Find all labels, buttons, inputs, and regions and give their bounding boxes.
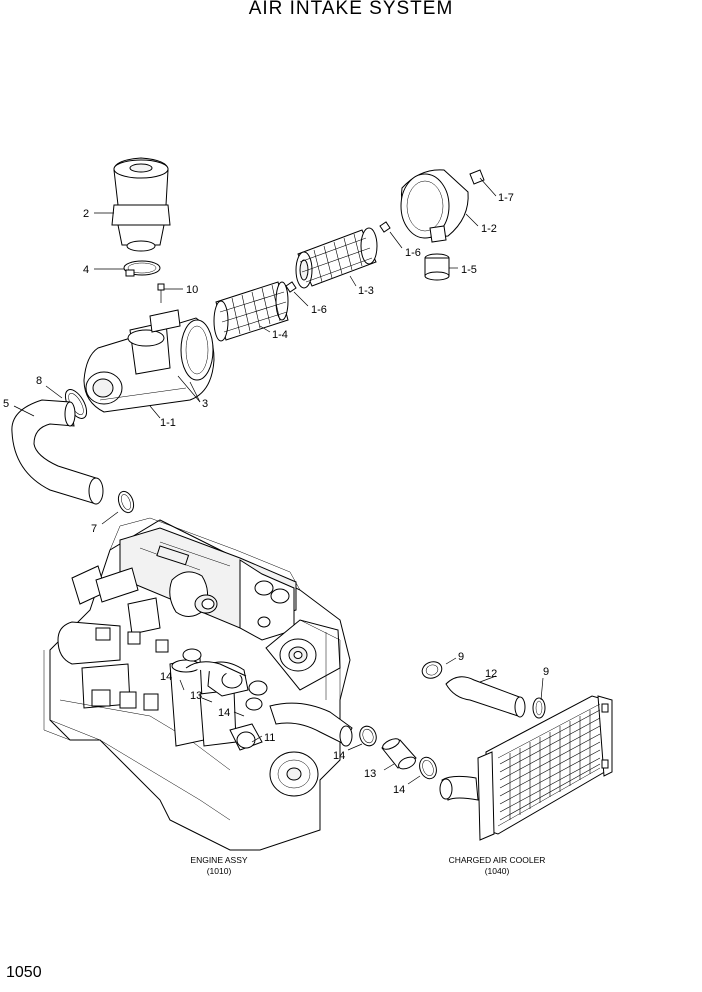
clamp-part xyxy=(182,648,546,780)
clamp-part xyxy=(123,260,161,277)
callout: 1-5 xyxy=(461,264,477,276)
callout: 1-1 xyxy=(160,417,176,429)
engine-assy-ref: (1010) xyxy=(207,866,232,876)
callout: 13 xyxy=(364,768,376,780)
callout: 14 xyxy=(393,784,405,796)
charge-air-hose-part xyxy=(445,676,526,718)
callout: 1-3 xyxy=(358,285,374,297)
callout: 11 xyxy=(264,732,275,744)
assembly-captions: ENGINE ASSY (1010) CHARGED AIR COOLER (1… xyxy=(190,855,545,876)
leader-lines xyxy=(13,177,544,785)
cover-part xyxy=(400,169,469,243)
connector-hose-part xyxy=(381,738,417,770)
engine-assy-caption: ENGINE ASSY xyxy=(190,855,247,865)
air-cleaner-body-part xyxy=(83,309,215,413)
wing-nut-part xyxy=(285,169,485,293)
callout: 9 xyxy=(458,651,464,663)
callout: 1-2 xyxy=(481,223,497,235)
callout-labels: 2 4 10 1-7 1-2 1-6 1-5 1-3 1-6 1-4 8 5 3… xyxy=(3,192,549,796)
callout: 14 xyxy=(160,671,172,683)
bolt-part xyxy=(157,283,165,303)
charged-air-cooler xyxy=(439,695,613,841)
cooler-ref: (1040) xyxy=(485,866,510,876)
callout: 9 xyxy=(543,666,549,678)
evacuator-valve-part xyxy=(424,253,450,281)
callout: 14 xyxy=(218,707,230,719)
callout: 3 xyxy=(202,398,208,410)
callout: 12 xyxy=(485,668,497,680)
cooler-caption: CHARGED AIR COOLER xyxy=(449,855,546,865)
callout: 2 xyxy=(83,208,89,220)
callout: 10 xyxy=(186,284,198,296)
callout: 7 xyxy=(91,523,97,535)
callout: 1-7 xyxy=(498,192,514,204)
page-number: 1050 xyxy=(6,964,42,981)
callout: 4 xyxy=(83,264,89,276)
callout: 14 xyxy=(333,750,345,762)
engine-assembly xyxy=(43,517,353,851)
callout: 8 xyxy=(36,375,42,387)
callout: 1-4 xyxy=(272,329,288,341)
callout: 1-6 xyxy=(311,304,327,316)
pre-cleaner-part xyxy=(111,157,171,252)
diagram-title: AIR INTAKE SYSTEM xyxy=(248,0,454,19)
callout: 13 xyxy=(190,690,202,702)
intake-hose-part xyxy=(11,399,104,505)
callout: 1-6 xyxy=(405,247,421,259)
clamp-part xyxy=(117,490,135,514)
inner-filter-part xyxy=(213,281,289,342)
outer-filter-part xyxy=(295,227,378,289)
callout: 5 xyxy=(3,398,9,410)
